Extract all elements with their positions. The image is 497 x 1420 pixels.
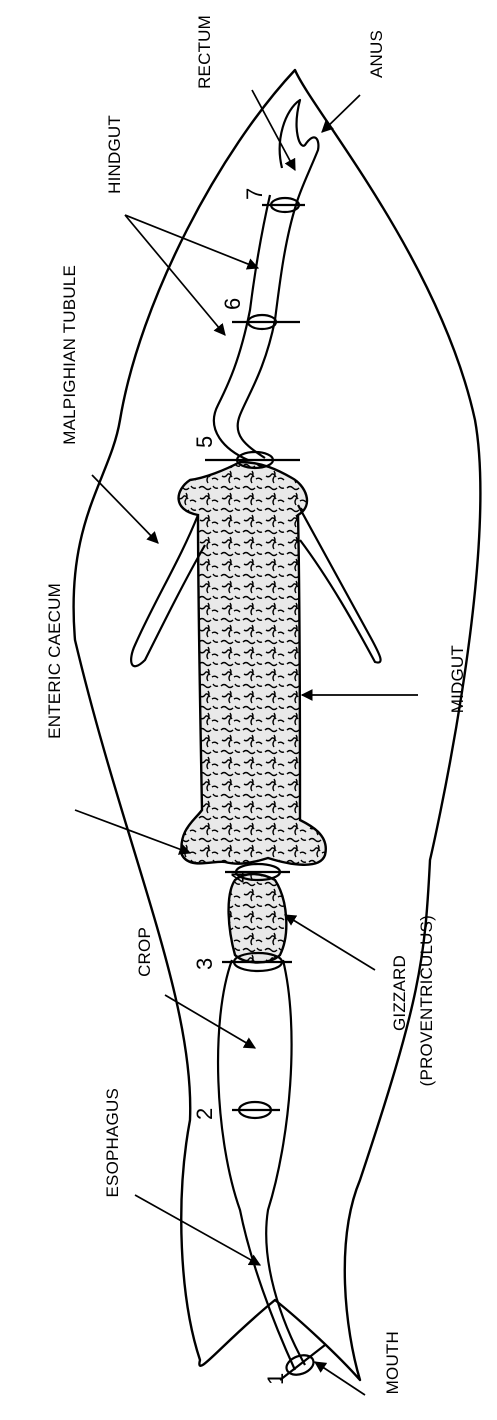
ligature-number-3: 3 xyxy=(192,958,217,970)
label-rectum: RECTUM xyxy=(195,15,214,89)
malpighian-tubule-right xyxy=(298,505,381,663)
label-malpighian-tubule: MALPIGHIAN TUBULE xyxy=(60,265,79,445)
ligature-number-4: 4 xyxy=(227,871,252,883)
gizzard xyxy=(229,874,287,963)
hindgut-leader-2 xyxy=(125,215,225,335)
ligature-number-5: 5 xyxy=(192,436,217,448)
label-esophagus: ESOPHAGUS xyxy=(103,1088,122,1198)
malpighian-tubule-left xyxy=(131,515,205,666)
crop-and-esophagus xyxy=(218,960,305,1370)
label-enteric-caecum: ENTERIC CAECUM xyxy=(45,583,64,739)
midgut xyxy=(179,462,326,865)
label-anus: ANUS xyxy=(367,30,386,78)
label-crop: CROP xyxy=(135,927,154,977)
malpighian-leader xyxy=(92,475,158,543)
label-mouth: MOUTH xyxy=(383,1331,402,1394)
gizzard-leader xyxy=(285,915,375,970)
label-hindgut: HINDGUT xyxy=(105,115,124,194)
label-midgut: MIDGUT xyxy=(448,645,467,713)
anus-leader xyxy=(322,95,360,132)
label-proventriculus: (PROVENTRICULUS) xyxy=(417,915,436,1086)
label-gizzard: GIZZARD xyxy=(390,955,409,1031)
crop-leader xyxy=(165,995,255,1048)
ligature-number-1: 1 xyxy=(263,1373,288,1385)
ligature-number-6: 6 xyxy=(220,298,245,310)
rectum-leader xyxy=(252,90,295,170)
esophagus-leader xyxy=(135,1195,260,1265)
ligature-number-2: 2 xyxy=(192,1108,217,1120)
ligature-number-7: 7 xyxy=(242,188,267,200)
